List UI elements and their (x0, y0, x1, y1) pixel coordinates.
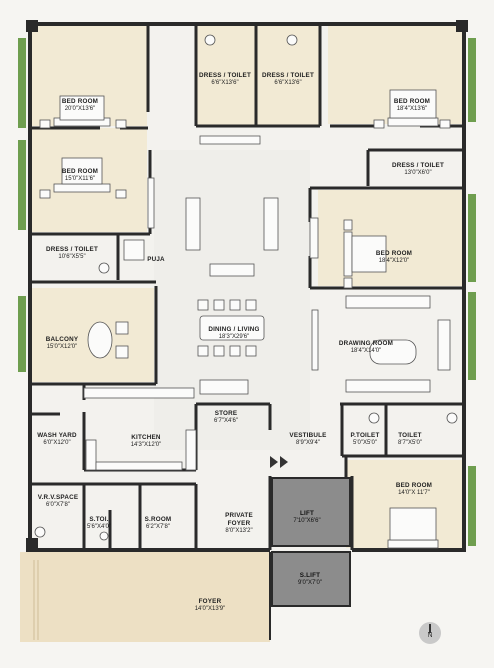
service-lift-shaft (271, 551, 351, 607)
foyer-floor (20, 552, 270, 642)
lift-shaft (271, 477, 351, 547)
foyer-steps (33, 560, 39, 640)
bed4-floor (318, 190, 462, 286)
north-compass-icon: N (419, 622, 441, 644)
north-label: N (427, 632, 433, 639)
furniture (34, 34, 458, 549)
greenery (18, 38, 476, 546)
entry-arrows (270, 456, 288, 468)
